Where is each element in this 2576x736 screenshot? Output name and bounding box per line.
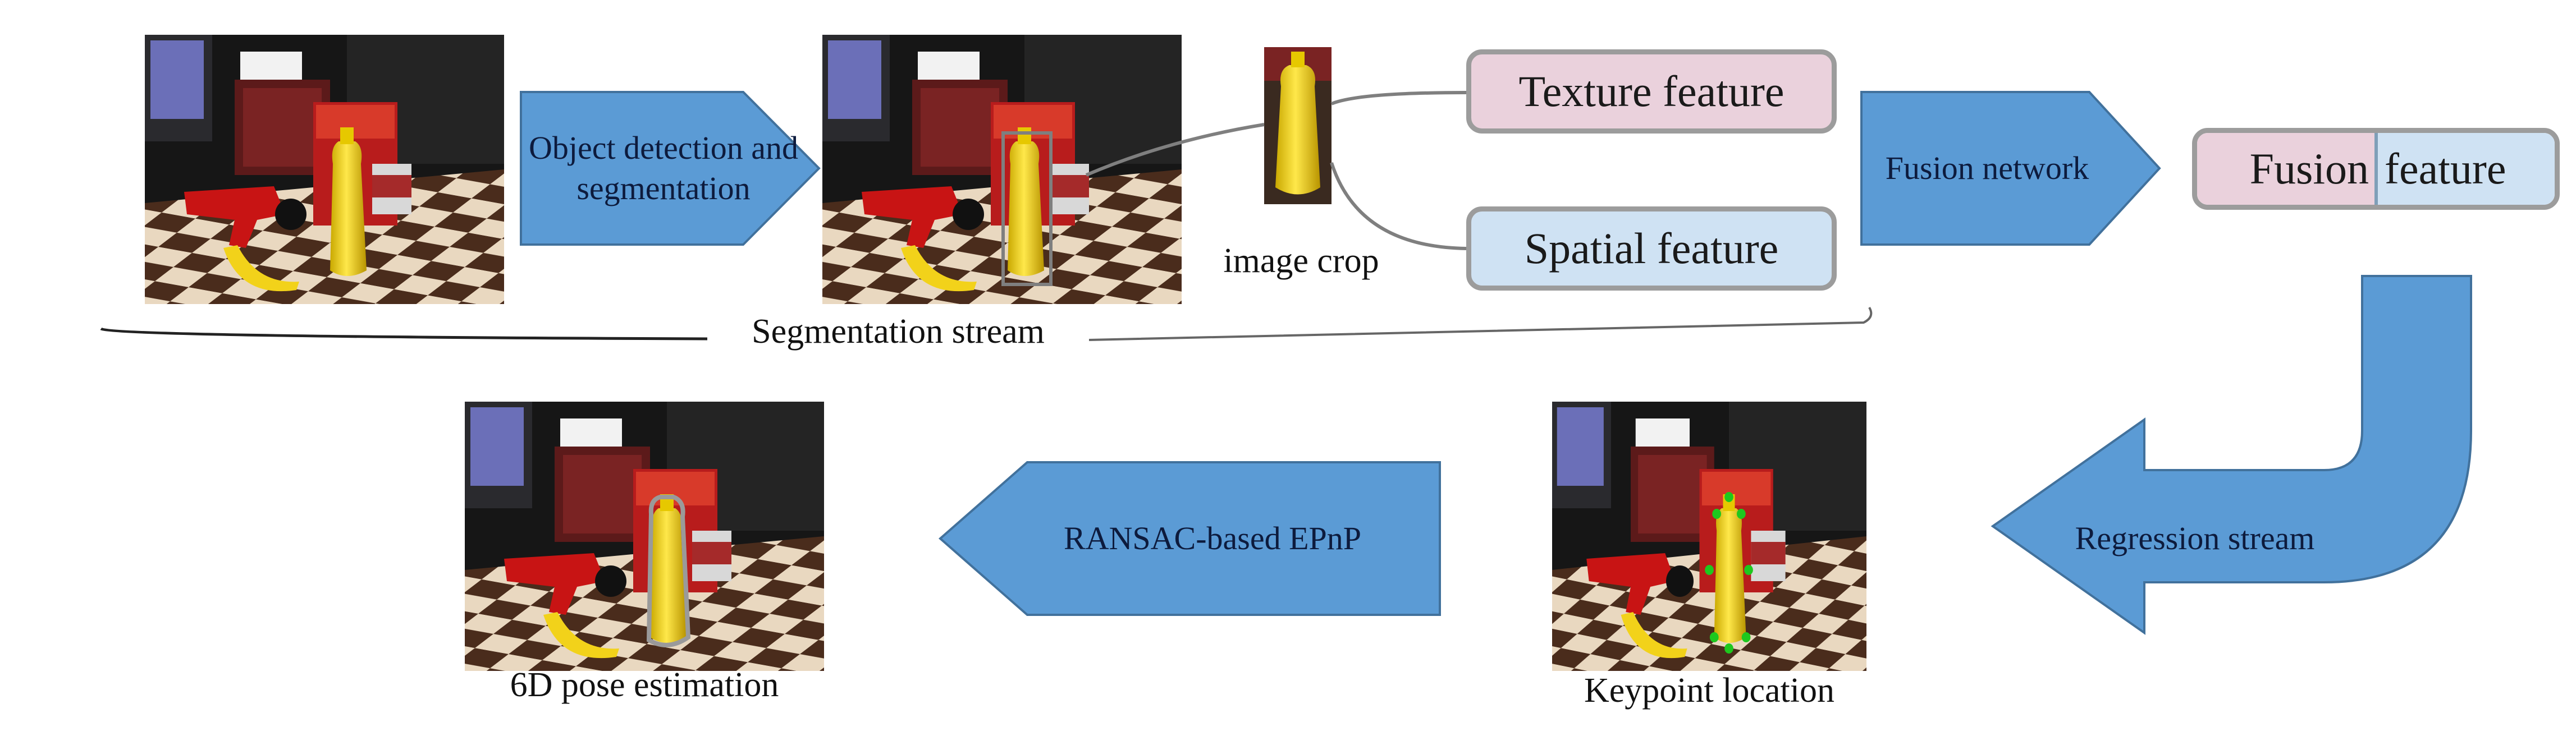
- fusion-feature-box: Fusion feature: [2192, 128, 2560, 210]
- fusion-label: Fusion: [2249, 144, 2369, 193]
- keypoint-caption: Keypoint location: [1584, 671, 1834, 710]
- segmentation-stream-caption: Segmentation stream: [752, 312, 1045, 351]
- feature-label: feature: [2385, 144, 2506, 193]
- keypoint-image: [1552, 402, 1866, 671]
- fusion-feature-left: Fusion: [2197, 133, 2378, 205]
- detection-arrow-label: Object detection and segmentation: [529, 129, 798, 207]
- image-crop-caption: image crop: [1223, 242, 1379, 280]
- scene-photo-icon: [145, 35, 504, 304]
- texture-feature-box: Texture feature: [1466, 49, 1837, 134]
- fusion-feature-right: feature: [2378, 133, 2555, 205]
- regression-label: Regression stream: [2075, 519, 2315, 556]
- pose-estimation-image: [465, 402, 824, 671]
- spatial-feature-box: Spatial feature: [1466, 206, 1837, 291]
- image-crop: [1264, 47, 1332, 204]
- segmented-scene-image: [822, 35, 1182, 304]
- regression-arrow: [1991, 275, 2472, 635]
- ransac-label: RANSAC-based EPnP: [1063, 519, 1362, 556]
- ransac-arrow: [938, 461, 1441, 616]
- fusion-network-label: Fusion network: [1885, 149, 2089, 186]
- input-scene-image: [145, 35, 504, 304]
- pose-caption: 6D pose estimation: [510, 666, 779, 704]
- crop-photo-icon: [1264, 47, 1332, 204]
- detection-arrow: [520, 91, 821, 246]
- fusion-network-arrow: [1860, 91, 2161, 246]
- keypoint-markers: [1705, 492, 1753, 654]
